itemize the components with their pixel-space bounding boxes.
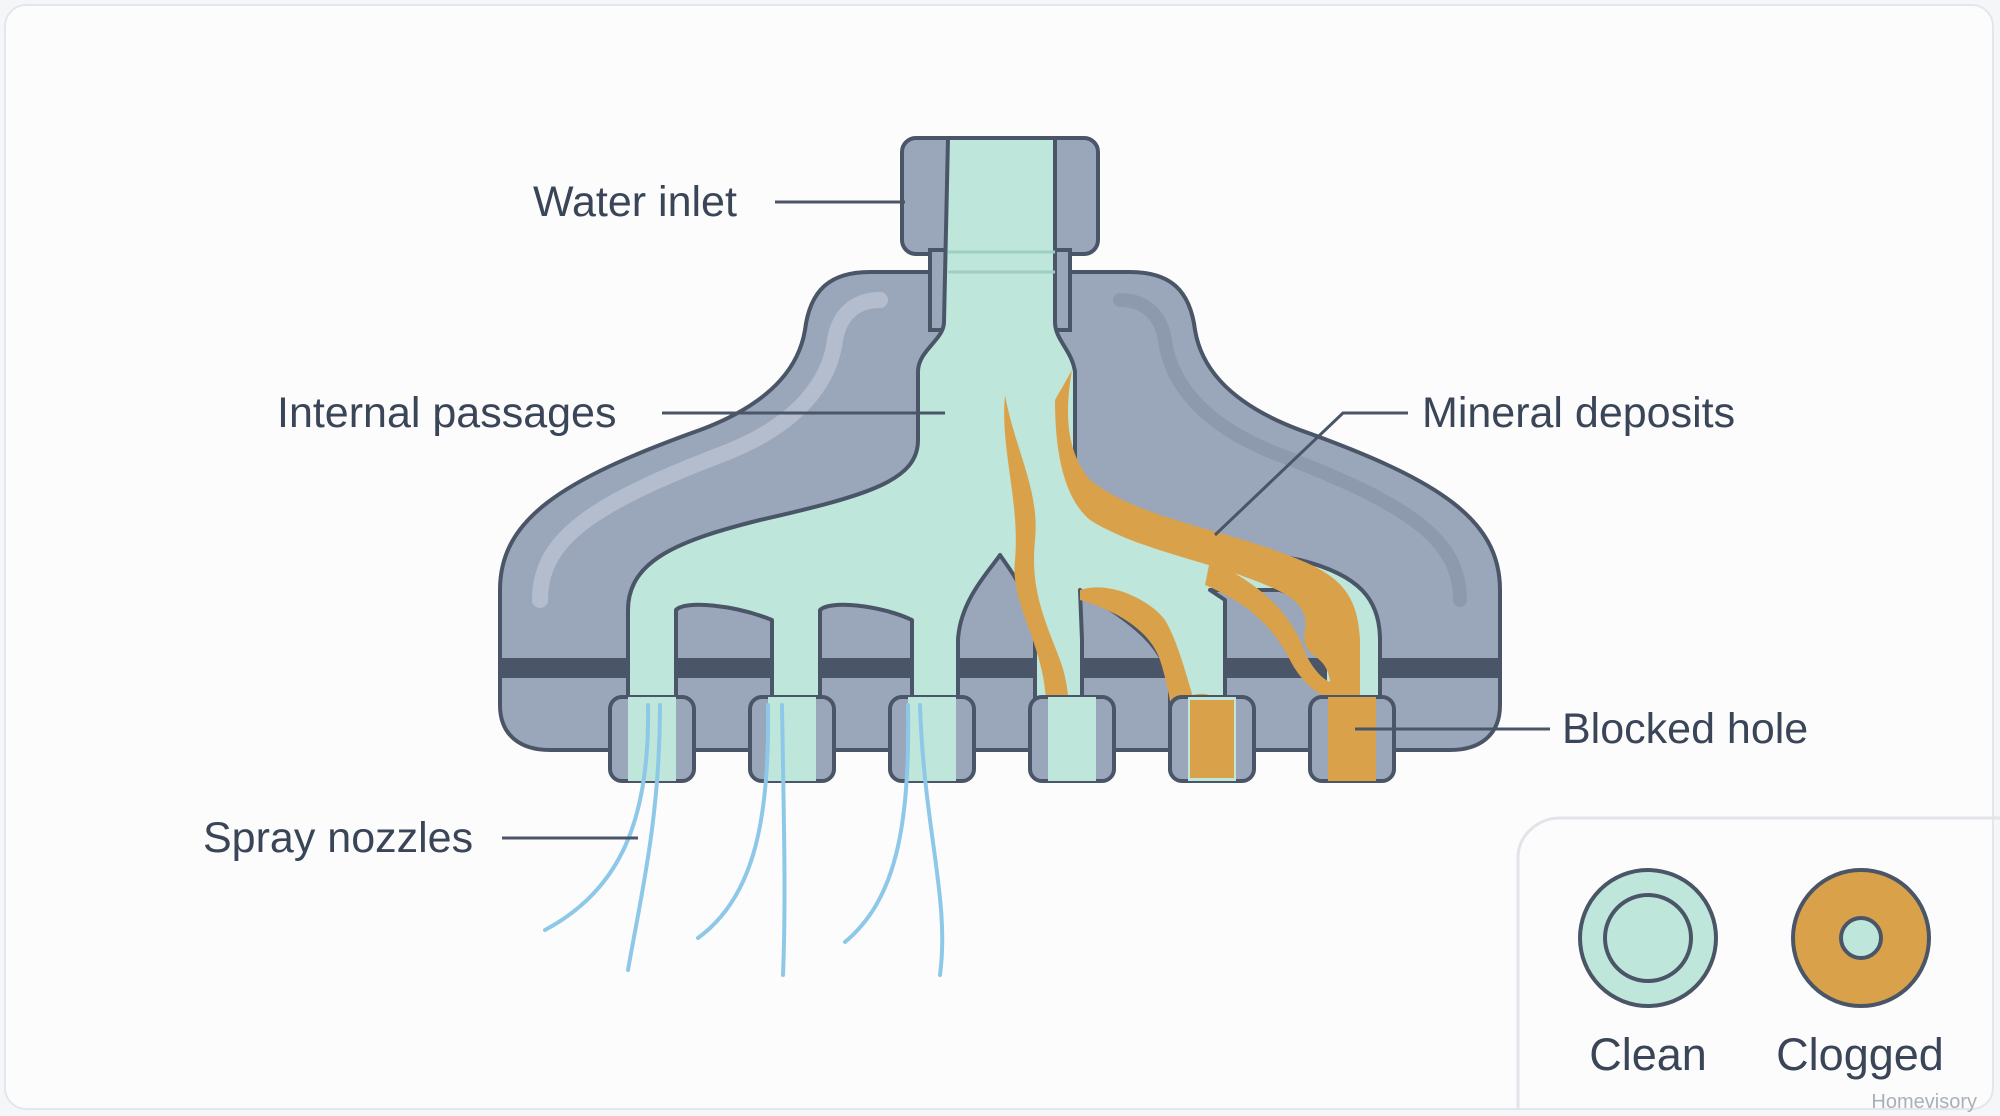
nozzle-tips	[608, 695, 1396, 783]
label-water-inlet: Water inlet	[533, 178, 737, 226]
leader-lines	[502, 200, 1550, 840]
label-spray-nozzles: Spray nozzles	[203, 814, 473, 862]
legend-clogged-label: Clogged	[1776, 1029, 1944, 1080]
label-mineral-deposits: Mineral deposits	[1422, 389, 1735, 437]
legend-panel: Clean Clogged	[1516, 816, 2000, 1110]
credit-watermark: Homevisory	[1871, 1091, 1977, 1113]
label-blocked-hole: Blocked hole	[1562, 705, 1808, 753]
label-internal-passages: Internal passages	[277, 389, 616, 437]
legend-clean-label: Clean	[1589, 1029, 1707, 1080]
water-spray	[543, 703, 945, 977]
